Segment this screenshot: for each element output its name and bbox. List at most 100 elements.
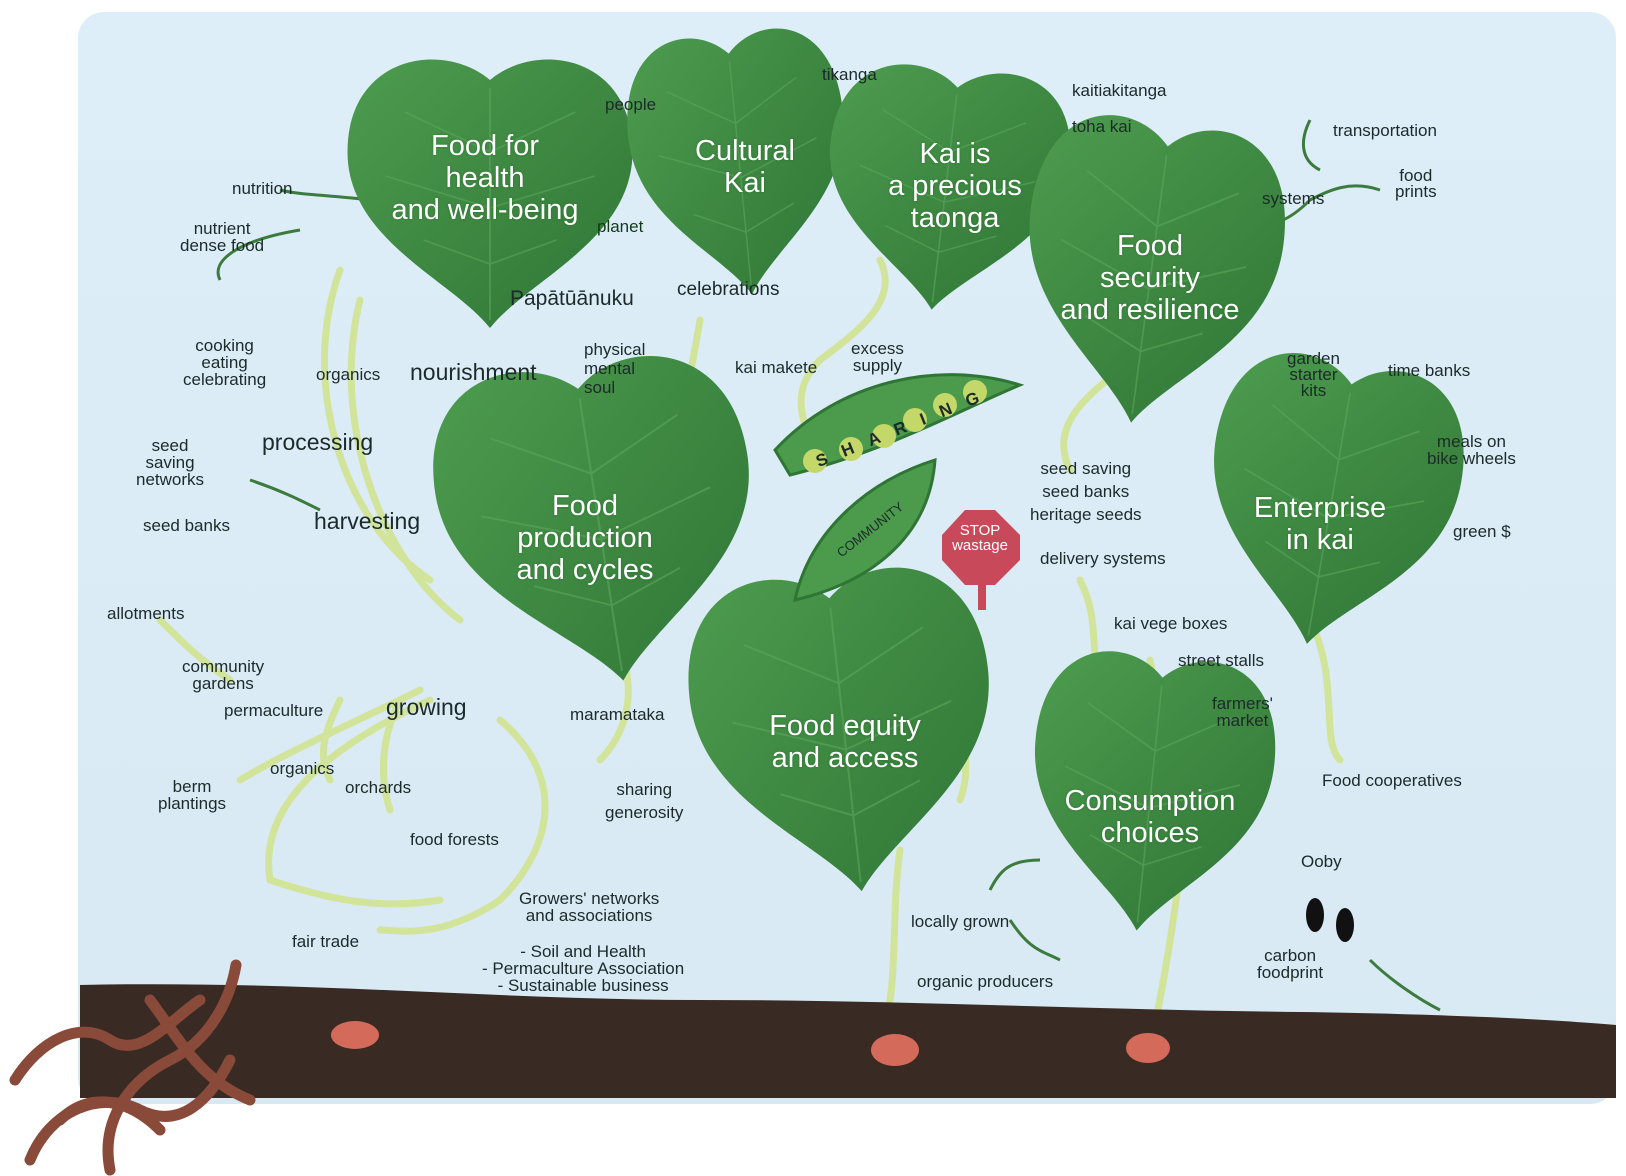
leaf-line: and resilience [1060, 294, 1240, 326]
term-garden-starter: garden starter kits [1287, 349, 1340, 400]
term-delivery: delivery systems [1040, 549, 1166, 568]
term-green: green $ [1453, 522, 1511, 541]
term-line: seed [151, 436, 189, 455]
leaf-line: Kai [724, 167, 766, 199]
term-berm: berm plantings [158, 778, 226, 812]
leaf-line: production [517, 522, 653, 554]
leaf-line: in kai [1286, 524, 1354, 556]
leaf-line: Enterprise [1253, 492, 1387, 524]
term-tikanga: tikanga [822, 65, 877, 84]
leaf-line: Cultural [695, 135, 795, 167]
term-line: physical [584, 340, 646, 359]
community-leaf [793, 457, 937, 603]
leaf-cultural-title: Cultural Kai [665, 135, 825, 199]
leaf-consumption-title: Consumption choices [1045, 785, 1255, 849]
term-line: nutrient [193, 219, 251, 238]
term-line: supply [852, 356, 903, 375]
term-line: eating [201, 353, 248, 372]
term-line: excess [851, 339, 904, 358]
leaf-line: health [445, 162, 525, 194]
term-line: kits [1300, 381, 1327, 400]
leaf-line: security [1100, 262, 1200, 294]
leaf-line: Kai is [919, 138, 991, 170]
term-seed-banks-left: seed banks [143, 516, 230, 535]
term-meals-bike: meals on bike wheels [1427, 433, 1516, 467]
term-line: foodprint [1257, 963, 1324, 982]
term-locally-grown: locally grown [911, 912, 1010, 931]
leaf-line: and cycles [516, 554, 654, 586]
term-line: market [1216, 711, 1269, 730]
term-farmers-market: farmers' market [1212, 695, 1273, 729]
term-line: seed banks [1042, 482, 1130, 501]
term-community-gardens: community gardens [182, 658, 264, 692]
term-growing: growing [386, 694, 467, 720]
leaf-line: Food equity [769, 710, 921, 742]
pod-peas [803, 380, 987, 473]
term-systems: systems [1262, 189, 1325, 208]
term-toha-kai: toha kai [1072, 117, 1132, 136]
term-organics-top: organics [316, 365, 381, 384]
term-line: meals on [1436, 432, 1506, 451]
term-food-coops: Food cooperatives [1322, 771, 1462, 790]
term-planet: planet [597, 217, 644, 236]
term-celebrations: celebrations [677, 279, 780, 300]
term-line: Growers' networks [519, 889, 660, 908]
stop-sign-text: STOP wastage [940, 523, 1020, 553]
term-kai-vege: kai vege boxes [1114, 614, 1228, 633]
term-allotments: allotments [107, 604, 185, 623]
leaf-line: Food [1116, 230, 1184, 262]
leaf-line: taonga [910, 202, 1000, 234]
stop-line: STOP [959, 522, 1001, 539]
leaf-health-title: Food for health and well-being [370, 130, 600, 226]
sharing-pod [773, 373, 1025, 477]
term-maramataka: maramataka [570, 705, 665, 724]
leaf-production-title: Food production and cycles [480, 490, 690, 586]
term-line: farmers' [1212, 694, 1273, 713]
term-line: - Soil and Health [520, 942, 646, 961]
term-line: soul [584, 378, 616, 397]
term-line: bike wheels [1427, 449, 1516, 468]
term-line: carbon [1264, 946, 1317, 965]
term-nutrient-dense: nutrient dense food [180, 220, 264, 254]
term-kaitiakitanga: kaitiakitanga [1072, 81, 1167, 100]
term-food-prints: food prints [1395, 166, 1437, 200]
term-line: gardens [192, 674, 254, 693]
term-sharing-gen: sharing generosity [605, 778, 683, 824]
term-ooby: Ooby [1301, 852, 1342, 871]
term-nourish-list: physical mental soul [584, 340, 645, 397]
term-nutrition: nutrition [232, 179, 293, 198]
term-orgs: - Soil and Health - Permaculture Associa… [482, 943, 684, 994]
leaf-line: a precious [888, 170, 1022, 202]
term-seed-right: seed saving seed banks heritage seeds [1030, 457, 1142, 526]
term-cooking: cooking eating celebrating [183, 337, 266, 388]
term-line: celebrating [183, 370, 267, 389]
seeds [331, 1021, 1170, 1066]
term-line: sharing [616, 780, 673, 799]
leaf-security-title: Food security and resilience [1035, 230, 1265, 326]
leaf-line: Consumption [1064, 785, 1236, 817]
term-line: heritage seeds [1030, 505, 1142, 524]
term-line: networks [136, 470, 205, 489]
leaf-precious-title: Kai is a precious taonga [860, 138, 1050, 234]
term-line: saving [145, 453, 195, 472]
term-line: generosity [605, 803, 684, 822]
term-line: dense food [180, 236, 265, 255]
term-permaculture: permaculture [224, 701, 324, 720]
term-street-stalls: street stalls [1178, 651, 1264, 670]
term-processing: processing [262, 429, 374, 455]
term-papatuanuku: Papātūānuku [510, 287, 634, 310]
worms [9, 959, 256, 1176]
term-nourishment: nourishment [410, 359, 537, 385]
community-label-wrap: COMMUNITY [800, 499, 940, 560]
term-growers: Growers' networks and associations [519, 890, 659, 924]
leaf-line: and well-being [391, 194, 579, 226]
sharing-label-wrap: SHARING [790, 382, 1020, 471]
soil [80, 984, 1616, 1098]
term-line: food [1399, 166, 1433, 185]
term-time-banks: time banks [1388, 361, 1471, 380]
stop-line: wastage [952, 537, 1008, 554]
term-line: garden [1287, 349, 1340, 368]
leaf-enterprise-title: Enterprise in kai [1225, 492, 1415, 556]
